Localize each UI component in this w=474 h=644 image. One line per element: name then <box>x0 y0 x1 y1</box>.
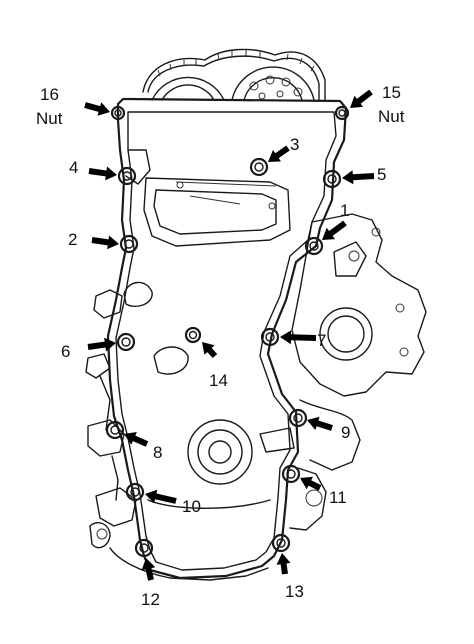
arrow-5 <box>342 170 375 185</box>
callout-11: 11 <box>300 476 347 507</box>
arrow-6 <box>87 337 116 352</box>
callout-number-5: 5 <box>377 165 386 184</box>
arrow-9 <box>307 416 333 431</box>
callout-number-15: 15 <box>382 83 401 102</box>
callout-number-16: 16 <box>40 85 59 104</box>
callout-13: 13 <box>276 553 304 601</box>
callout-number-14: 14 <box>209 371 228 390</box>
callout-number-3: 3 <box>290 135 299 154</box>
arrow-10 <box>145 489 177 504</box>
left-components <box>85 149 151 549</box>
callout-4: 4 <box>69 158 117 181</box>
callout-10: 10 <box>145 489 201 516</box>
timing-cover <box>106 97 348 581</box>
callout-12: 12 <box>141 558 160 609</box>
callout-1: 1 <box>322 201 349 240</box>
arrow-2 <box>91 235 119 250</box>
callout-number-11: 11 <box>329 488 347 507</box>
callout-6: 6 <box>61 337 116 361</box>
bolt-heads <box>105 105 350 558</box>
callout-sub-15: Nut <box>378 107 405 126</box>
callout-number-13: 13 <box>285 582 304 601</box>
callout-number-7: 7 <box>317 331 326 350</box>
callout-number-8: 8 <box>153 443 162 462</box>
arrow-16 <box>84 102 110 116</box>
arrow-1 <box>322 220 347 240</box>
callout-number-2: 2 <box>68 230 77 249</box>
callout-2: 2 <box>68 230 119 250</box>
callout-number-1: 1 <box>340 201 349 220</box>
callout-number-9: 9 <box>341 423 350 442</box>
arrow-15 <box>350 89 373 108</box>
arrow-3 <box>268 145 290 162</box>
callout-7: 7 <box>280 330 326 350</box>
arrow-4 <box>88 166 117 181</box>
callout-8: 8 <box>124 432 162 462</box>
arrow-12 <box>141 558 156 581</box>
callout-number-6: 6 <box>61 342 70 361</box>
callout-5: 5 <box>342 165 386 185</box>
arrow-14 <box>202 342 218 358</box>
camshaft-sprocket-right <box>231 66 315 101</box>
arrow-13 <box>276 553 291 575</box>
callout-number-12: 12 <box>141 590 160 609</box>
arrow-7 <box>280 330 317 345</box>
camshaft-sprocket-left <box>151 76 225 101</box>
timing-chain <box>142 48 326 101</box>
callout-number-10: 10 <box>182 497 201 516</box>
arrow-11 <box>300 476 322 491</box>
callout-14: 14 <box>202 342 228 390</box>
callout-3: 3 <box>268 135 299 162</box>
callout-9: 9 <box>307 416 350 442</box>
callout-number-4: 4 <box>69 158 78 177</box>
callout-sub-16: Nut <box>36 109 63 128</box>
arrow-8 <box>124 432 149 447</box>
